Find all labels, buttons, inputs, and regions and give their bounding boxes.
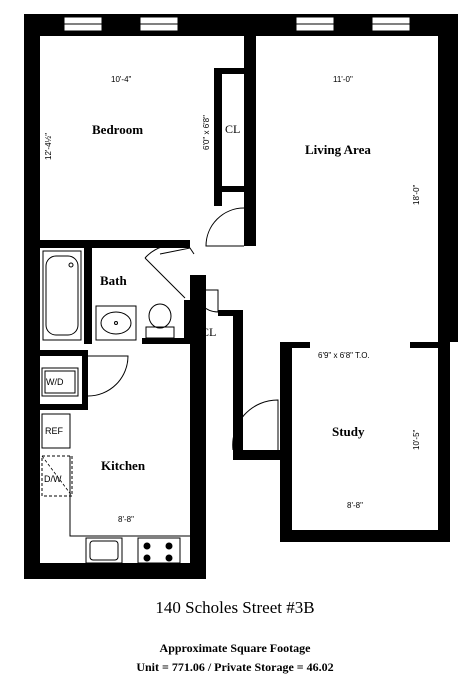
refrigerator-label: REF xyxy=(45,426,64,436)
bathtub xyxy=(42,250,82,341)
floor-plan: Bedroom Living Area Bath Kitchen Study C… xyxy=(24,14,458,579)
interior-walls xyxy=(40,36,256,410)
stove xyxy=(137,537,181,564)
kitchen-sink xyxy=(85,537,123,564)
sink xyxy=(95,305,137,341)
dishwasher-label: D/W xyxy=(44,474,62,484)
living-width-dimension: 11'-0" xyxy=(333,75,353,84)
refrigerator xyxy=(41,413,71,449)
bedroom-depth-dimension: 12'-4½" xyxy=(44,133,53,160)
kitchen-label: Kitchen xyxy=(101,458,146,473)
square-footage-heading: Approximate Square Footage xyxy=(159,641,311,655)
closet-label: CL xyxy=(201,325,216,339)
closet-label: CL xyxy=(225,122,240,136)
bath-label: Bath xyxy=(100,273,128,288)
kitchen-width-dimension: 8'-8" xyxy=(118,515,134,524)
closet-dimension: 6'0" x 6'8" xyxy=(202,115,211,150)
bedroom-width-dimension: 10'-4" xyxy=(111,75,132,84)
study-label: Study xyxy=(332,424,365,439)
washer-dryer xyxy=(41,367,79,397)
exterior-walls xyxy=(24,14,458,579)
washer-dryer-label: W/D xyxy=(46,377,64,387)
living-depth-dimension: 18'-0" xyxy=(412,184,421,205)
dishwasher xyxy=(41,455,73,497)
bedroom-label: Bedroom xyxy=(92,122,143,137)
doors xyxy=(87,207,279,451)
square-footage-values: Unit = 771.06 / Private Storage = 46.02 xyxy=(136,660,334,674)
study-opening-dimension: 6'9" x 6'8" T.O. xyxy=(318,351,370,360)
living-area-label: Living Area xyxy=(305,142,371,157)
plan-title: 140 Scholes Street #3B xyxy=(155,598,315,617)
counter xyxy=(69,456,190,537)
toilet xyxy=(145,303,175,339)
study-depth-dimension: 10'-5" xyxy=(412,429,421,450)
windows xyxy=(63,16,411,32)
study-width-dimension: 8'-8" xyxy=(347,501,363,510)
